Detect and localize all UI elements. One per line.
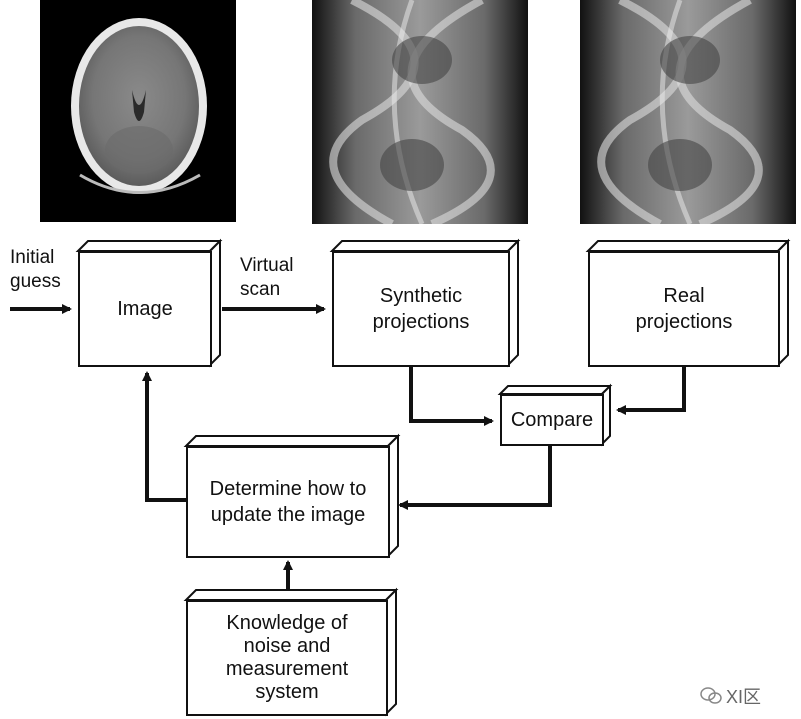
ct-scan-image xyxy=(40,0,236,222)
update-image-box: Determine how to update the image xyxy=(186,446,390,558)
initial-guess-label: Initial guess xyxy=(10,247,61,292)
image-box: Image xyxy=(78,251,212,367)
chat-bubble-icon xyxy=(700,687,722,704)
real-sinogram-image xyxy=(580,0,796,224)
watermark: XI区 xyxy=(700,683,761,709)
compare-box: Compare xyxy=(500,394,604,446)
real-projections-box: Real projections xyxy=(588,251,780,367)
knowledge-box: Knowledge of noise and measurement syste… xyxy=(186,600,388,716)
synthetic-projections-box: Synthetic projections xyxy=(332,251,510,367)
virtual-scan-label: Virtual scan xyxy=(240,255,294,300)
synthetic-sinogram-image xyxy=(312,0,528,224)
watermark-text: XI区 xyxy=(726,687,762,707)
